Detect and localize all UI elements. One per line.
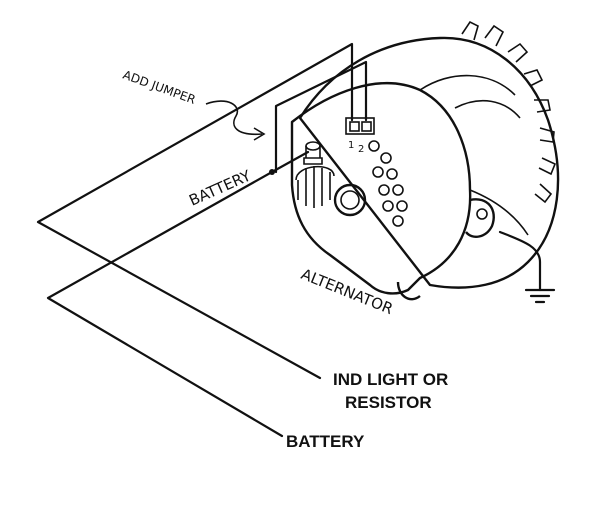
junction-dot (269, 169, 275, 175)
battery-wire (46, 150, 310, 438)
terminal-2-label: 2 (358, 144, 364, 155)
add-jumper-arrow (205, 100, 263, 136)
alternator-body: 1 2 (290, 20, 560, 301)
ind-light-wire (36, 42, 354, 380)
battery-wire-label: BATTERY (286, 432, 365, 451)
ground-wire (498, 230, 556, 304)
ind-light-label-line2: RESISTOR (345, 393, 432, 412)
add-jumper-label: ADD JUMPER (121, 68, 198, 107)
terminal-plug: 1 2 (345, 117, 375, 155)
terminal-1-label: 1 (348, 140, 354, 151)
vent-holes (368, 140, 408, 227)
ind-light-label-line1: IND LIGHT OR (333, 370, 448, 389)
jumper-wire (274, 60, 368, 174)
